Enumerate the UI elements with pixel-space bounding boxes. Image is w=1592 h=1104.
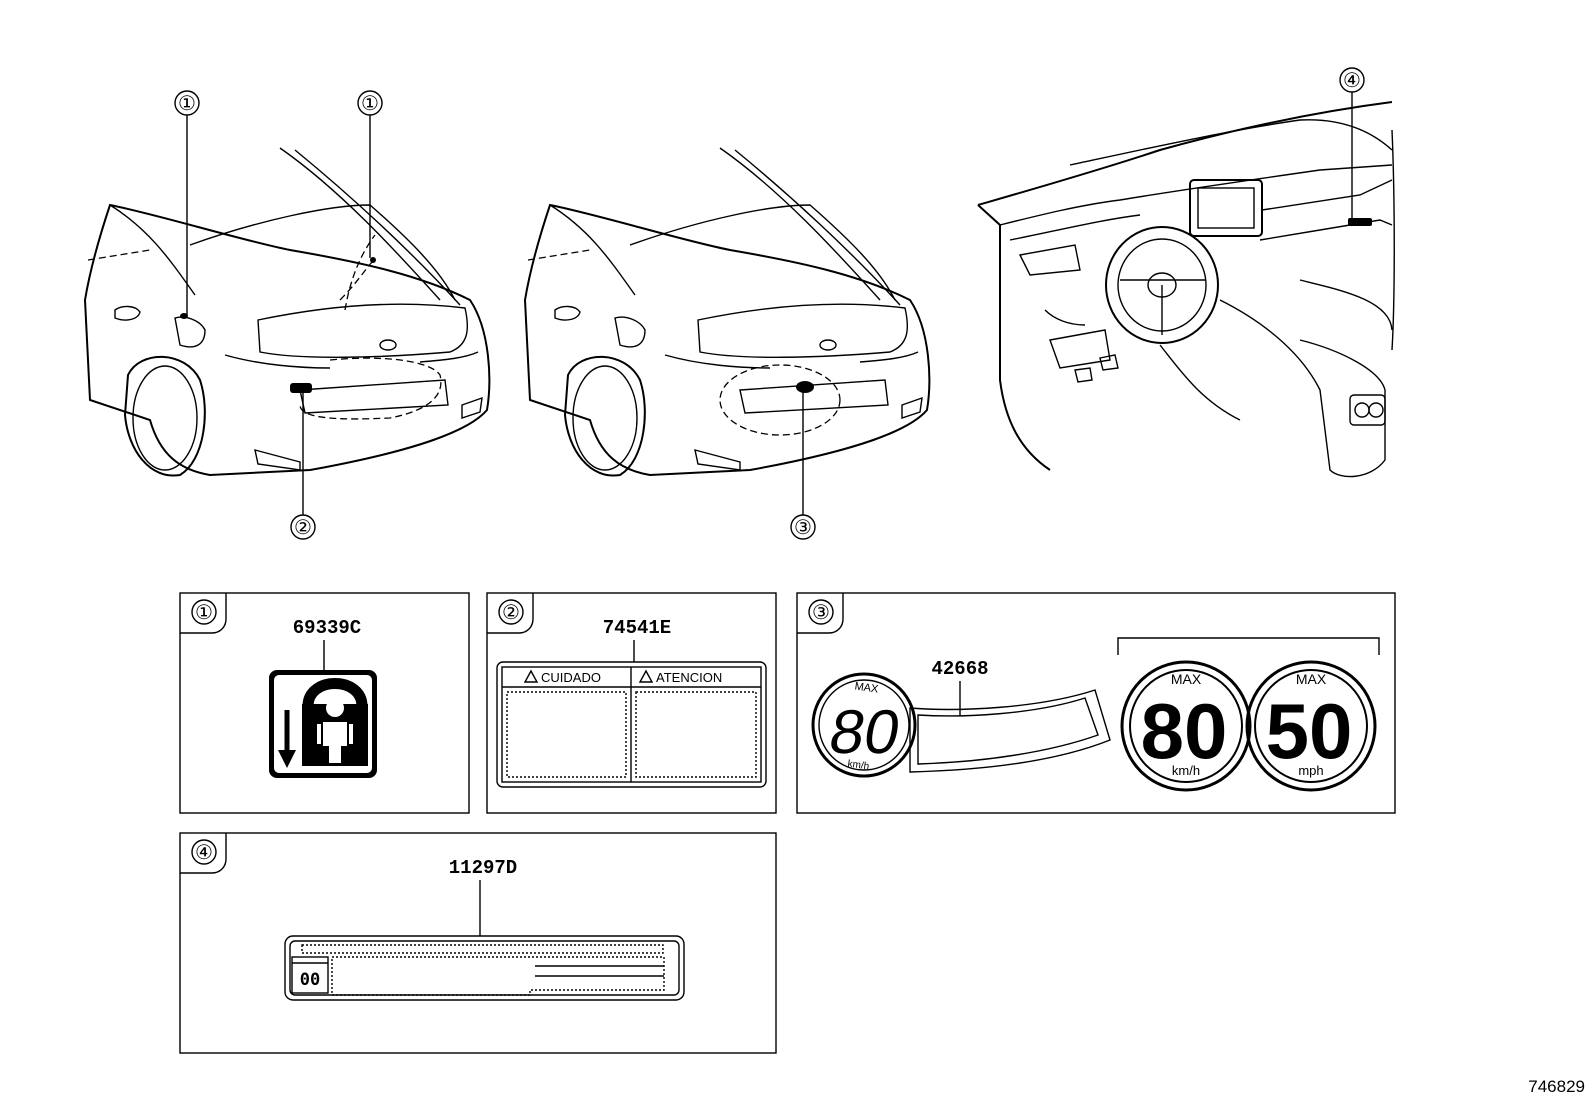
large-sign-2-max: MAX: [1296, 671, 1327, 687]
callout-3: ③: [790, 392, 816, 540]
panel-3-index: ③: [812, 602, 830, 624]
warning-label-cuidado: CUIDADO: [541, 670, 601, 685]
large-sign-1-max: MAX: [1171, 671, 1202, 687]
small-sign-unit: km/h: [847, 759, 870, 773]
small-sign-speed: 80: [824, 697, 905, 766]
callout-1-right: ①: [357, 90, 383, 258]
large-sign-2-unit: mph: [1298, 763, 1323, 778]
callout-4-label: ④: [1343, 70, 1361, 92]
figure-id: 746829: [1528, 1077, 1585, 1096]
panel-1-index: ①: [195, 602, 213, 624]
label-panel-4: ④ 11297D 00: [179, 832, 777, 1054]
speed-limit-sticker-small: MAX 80 km/h: [811, 672, 1111, 778]
small-sign-max: MAX: [854, 680, 880, 695]
panel-2-index: ②: [502, 602, 520, 624]
label-panel-1: ① 69339C: [179, 592, 470, 814]
panel-4-index: ④: [195, 842, 213, 864]
panel-3-part-number: 42668: [931, 658, 988, 680]
speed-limit-sticker-large: MAX 80 km/h MAX 50 mph: [1120, 660, 1377, 792]
vin-plate-code: 00: [300, 970, 320, 990]
vin-plate-decal: 00: [284, 935, 685, 1001]
callout-2: ②: [290, 393, 316, 540]
dashboard-interior-view: [977, 101, 1395, 478]
panel-4-part-number: 11297D: [449, 857, 517, 879]
car-rear-view-left: [83, 147, 491, 477]
callout-1-left-label: ①: [178, 93, 196, 115]
callout-4: ④: [1339, 67, 1365, 220]
panel-2-part-number: 74541E: [603, 617, 671, 639]
label-panel-3: ③ 42668 MAX 80 km/h MAX 80 km/h MAX 50 m…: [796, 592, 1396, 814]
warning-decal: CUIDADO ATENCION: [496, 661, 767, 788]
callout-1-right-label: ①: [361, 93, 379, 115]
label-panel-2: ② 74541E CUIDADO ATENCION: [486, 592, 777, 814]
warning-label-atencion: ATENCION: [656, 670, 722, 685]
car-rear-view-middle: [523, 147, 931, 477]
callout-2-label: ②: [294, 517, 312, 539]
large-sign-1-speed: 80: [1141, 687, 1228, 775]
large-sign-1-unit: km/h: [1172, 763, 1200, 778]
child-lock-decal: [269, 670, 377, 778]
large-sign-2-speed: 50: [1266, 687, 1353, 775]
callout-1-left: ①: [174, 90, 200, 315]
panel-1-part-number: 69339C: [293, 617, 361, 639]
callout-3-label: ③: [794, 517, 812, 539]
